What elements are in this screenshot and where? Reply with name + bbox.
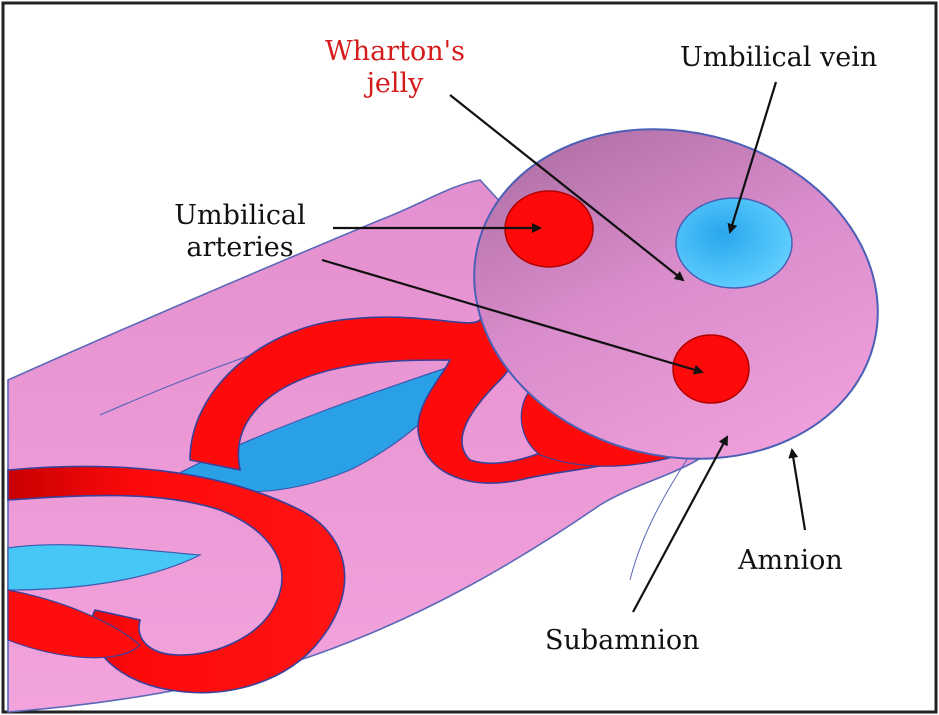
label-umbilical-arteries: Umbilical arteries bbox=[150, 200, 330, 264]
umbilical-artery-lower bbox=[673, 335, 749, 403]
label-umbilical-vein: Umbilical vein bbox=[680, 42, 877, 74]
label-umbilical-arteries-line1: Umbilical bbox=[150, 200, 330, 232]
label-whartons-jelly: Wharton's jelly bbox=[320, 36, 470, 100]
label-whartons-jelly-line1: Wharton's bbox=[320, 36, 470, 68]
label-subamnion: Subamnion bbox=[545, 625, 700, 657]
label-whartons-jelly-line2: jelly bbox=[320, 68, 470, 100]
label-amnion: Amnion bbox=[738, 545, 843, 577]
umbilical-vein-section bbox=[676, 198, 792, 288]
label-umbilical-arteries-line2: arteries bbox=[150, 232, 330, 264]
